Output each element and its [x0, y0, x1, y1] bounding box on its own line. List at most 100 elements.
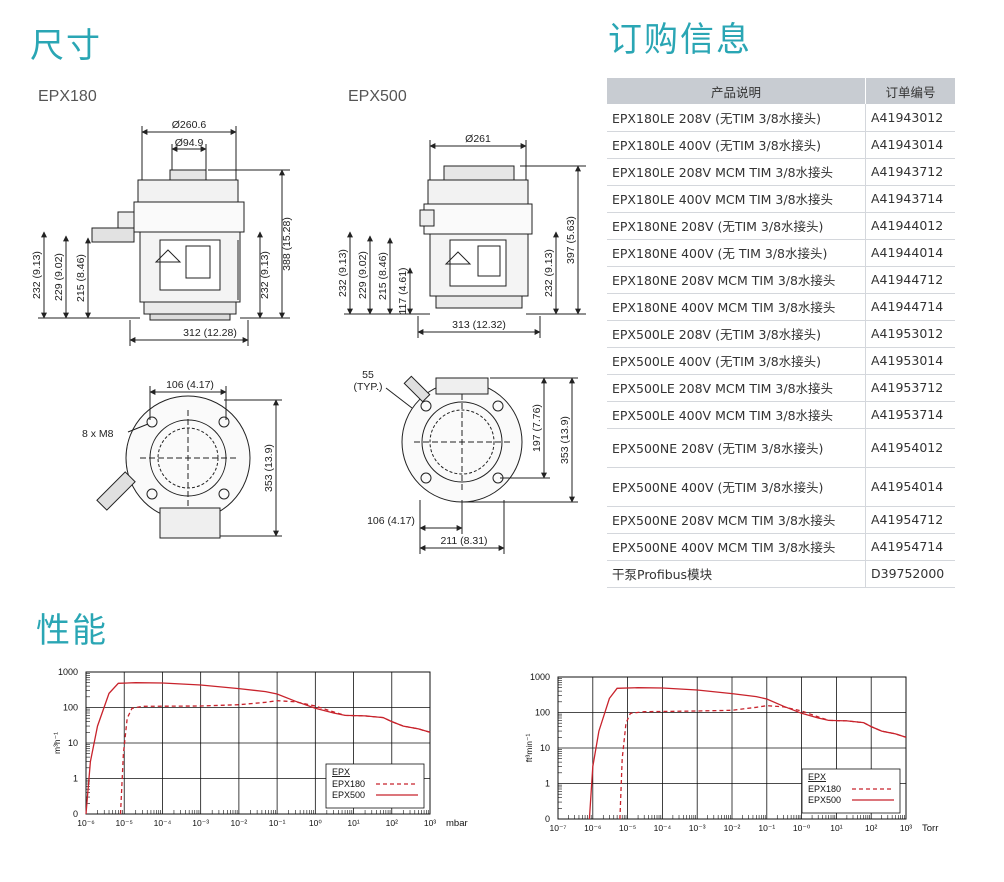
x-axis-label: mbar [446, 818, 468, 829]
epx180-dia-outer: Ø260.6 [172, 119, 207, 131]
table-row: EPX180NE 400V (无 TIM 3/8水接头)A41944014 [607, 239, 955, 267]
epx180-side-view [91, 169, 245, 321]
table-row: EPX180LE 208V (无TIM 3/8水接头)A41943012 [607, 104, 955, 132]
product-description: 干泵Profibus模块 [607, 560, 866, 588]
product-description: EPX500LE 208V MCM TIM 3/8水接头 [607, 374, 866, 402]
epx500-top-view [401, 375, 523, 503]
product-description: EPX180LE 400V MCM TIM 3/8水接头 [607, 185, 866, 213]
y-tick-label: 0 [545, 814, 550, 824]
order-number: A41944014 [865, 239, 955, 267]
series-line-epx500 [85, 682, 431, 815]
epx500-top-w2: 211 (8.31) [440, 535, 487, 547]
legend-entry: EPX180 [332, 779, 365, 789]
legend-entry: EPX500 [808, 795, 841, 805]
x-tick-label: 10⁻⁵ [115, 818, 132, 828]
dimension-drawings: Ø260.6 Ø94.9 232 (9.13) 229 (9.02) 215 (… [31, 119, 586, 554]
y-axis-label: m³h⁻¹ [52, 732, 62, 754]
order-number: A41943714 [865, 185, 955, 213]
epx500-h-right2: 397 (5.63) [565, 216, 577, 264]
x-tick-label: 10⁻² [724, 823, 741, 833]
epx500-angle-note: (TYP.) [354, 381, 383, 393]
legend-title: EPX [332, 767, 350, 777]
legend-entry: EPX500 [332, 790, 365, 800]
y-tick-label: 1 [545, 779, 550, 789]
product-description: EPX500LE 400V (无TIM 3/8水接头) [607, 347, 866, 375]
epx500-width: 313 (12.32) [452, 319, 506, 331]
y-tick-label: 100 [535, 708, 550, 718]
table-row: EPX500NE 208V (无TIM 3/8水接头)A41954012 [607, 428, 955, 468]
dimensions-title: 尺寸 [30, 26, 102, 66]
order-number: A41943712 [865, 158, 955, 186]
epx500-h3: 215 (8.46) [377, 252, 389, 300]
table-row: EPX180LE 400V (无TIM 3/8水接头)A41943014 [607, 131, 955, 159]
header-description: 产品说明 [607, 78, 866, 104]
epx500-h2: 229 (9.02) [357, 251, 369, 299]
x-tick-label: 10⁻² [230, 818, 247, 828]
epx180-h2: 229 (9.02) [53, 253, 65, 301]
y-tick-label: 10 [68, 738, 78, 748]
legend-box [325, 763, 425, 809]
table-row: EPX500LE 208V (无TIM 3/8水接头)A41953012 [607, 320, 955, 348]
table-header-row: 产品说明 订单编号 [607, 78, 955, 104]
product-description: EPX500LE 400V MCM TIM 3/8水接头 [607, 401, 866, 429]
table-row: EPX500NE 400V (无TIM 3/8水接头)A41954014 [607, 467, 955, 507]
x-tick-label: 10³ [900, 823, 912, 833]
x-tick-label: 10⁻¹ [269, 818, 286, 828]
series-line-epx500 [588, 687, 907, 820]
order-number: A41954714 [865, 533, 955, 561]
epx500-angle-value: 55 [362, 369, 374, 381]
product-description: EPX500LE 208V (无TIM 3/8水接头) [607, 320, 866, 348]
epx180-h3: 215 (8.46) [75, 254, 87, 302]
x-tick-label: 10³ [424, 818, 436, 828]
x-tick-label: 10⁻³ [689, 823, 706, 833]
epx180-h-right2: 388 (15.28) [281, 217, 293, 271]
epx180-top-view [96, 395, 251, 539]
order-number: A41944712 [865, 266, 955, 294]
x-tick-label: 10¹ [347, 818, 359, 828]
epx500-h-right1: 232 (9.13) [543, 249, 555, 297]
epx180-h1: 232 (9.13) [31, 251, 43, 299]
x-axis-label: Torr [922, 823, 938, 834]
order-number: A41953014 [865, 347, 955, 375]
x-tick-label: 10⁻⁶ [77, 818, 94, 828]
order-number: A41954014 [865, 467, 955, 507]
product-description: EPX180NE 400V MCM TIM 3/8水接头 [607, 293, 866, 321]
product-description: EPX180NE 400V (无 TIM 3/8水接头) [607, 239, 866, 267]
epx500-top-h2: 353 (13.9) [559, 416, 571, 464]
x-tick-label: 10⁻¹ [758, 823, 775, 833]
table-row: EPX500LE 400V (无TIM 3/8水接头)A41953014 [607, 347, 955, 375]
x-tick-label: 10⁻⁵ [619, 823, 636, 833]
x-tick-label: 10⁰ [309, 818, 322, 828]
order-number: D39752000 [865, 560, 955, 588]
y-tick-label: 1000 [530, 672, 550, 682]
epx180-top-bolts: 8 x M8 [82, 428, 114, 440]
order-number: A41953712 [865, 374, 955, 402]
product-description: EPX500NE 208V (无TIM 3/8水接头) [607, 428, 866, 468]
legend-title: EPX [808, 772, 826, 782]
epx180-width: 312 (12.28) [183, 327, 237, 339]
y-tick-label: 100 [63, 703, 78, 713]
x-tick-label: 10⁻⁶ [584, 823, 601, 833]
product-description: EPX500NE 400V (无TIM 3/8水接头) [607, 467, 866, 507]
legend-entry: EPX180 [808, 784, 841, 794]
performance-title: 性能 [36, 611, 108, 651]
x-tick-label: 10¹ [830, 823, 842, 833]
epx500-dia-outer: Ø261 [465, 133, 491, 145]
legend-box [801, 768, 901, 814]
y-tick-label: 10 [540, 743, 550, 753]
order-number: A41943014 [865, 131, 955, 159]
product-description: EPX500NE 208V MCM TIM 3/8水接头 [607, 506, 866, 534]
table-row: EPX180NE 208V (无TIM 3/8水接头)A41944012 [607, 212, 955, 240]
header-order-number: 订单编号 [865, 78, 955, 104]
product-description: EPX180NE 208V (无TIM 3/8水接头) [607, 212, 866, 240]
y-tick-label: 1 [73, 774, 78, 784]
epx180-top-d1: 106 (4.17) [166, 379, 214, 391]
x-tick-label: 10⁻⁷ [549, 823, 566, 833]
order-number: A41953714 [865, 401, 955, 429]
epx500-side-view [419, 165, 533, 309]
x-tick-label: 10² [386, 818, 398, 828]
